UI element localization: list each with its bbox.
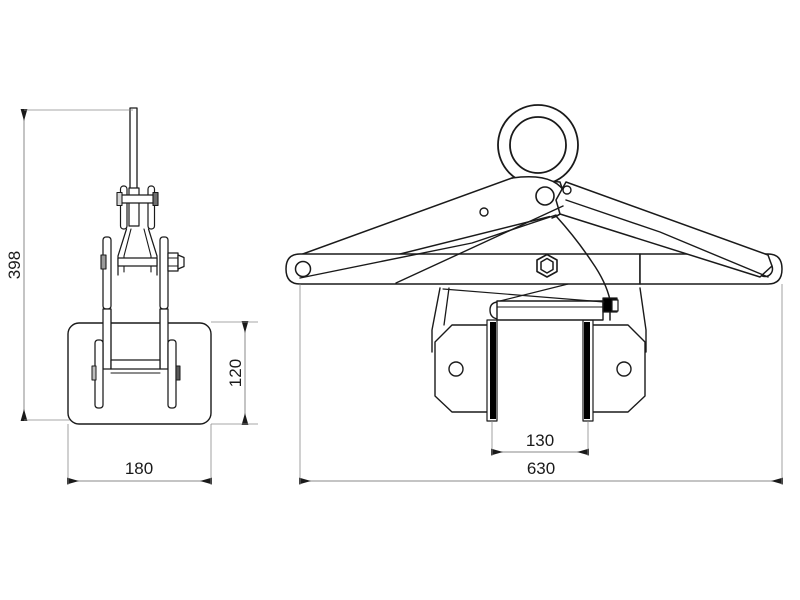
dim-label-120: 120 [226, 359, 245, 387]
adjuster-bar [496, 300, 604, 321]
small-bolt-hole-right [562, 185, 572, 195]
lower-cross-member [110, 359, 161, 370]
top-rod [129, 107, 138, 191]
left-beam-outline [285, 253, 641, 285]
side-view-group [67, 107, 212, 425]
hex-bolt-body [167, 252, 179, 272]
upper-pin [117, 194, 158, 204]
adjuster-handle-tip [611, 299, 619, 312]
inner-link-left [117, 228, 128, 276]
right-upper-arm [555, 181, 773, 278]
mid-pin-head-left [100, 254, 107, 270]
upper-pin-head-right [152, 191, 159, 207]
dimension-layer: 398 120 180 130 630 [5, 109, 783, 485]
inner-link-right [147, 228, 158, 276]
left-grip-pad [490, 322, 496, 419]
lower-pad-left [91, 365, 97, 381]
dim-label-130: 130 [526, 431, 554, 450]
dim-label-398: 398 [5, 251, 24, 279]
hex-bolt-head [177, 254, 185, 270]
mid-pin [117, 257, 158, 267]
lower-pad-right [175, 365, 181, 381]
tie-line-lower [499, 283, 569, 302]
scissor-line-left [395, 205, 564, 284]
center-body-curve-right [555, 215, 611, 321]
upper-clevis-tongue [128, 187, 140, 227]
lifting-ring-inner [509, 116, 567, 174]
linkage-right-bar-upper [159, 236, 169, 310]
inner-link-right-edge [143, 228, 152, 273]
small-bolt-hole-left [479, 207, 489, 217]
linkage-left-bar-upper [102, 236, 112, 310]
left-jaw-stem-outer [431, 287, 441, 353]
right-shoe-hole [616, 361, 632, 377]
inner-link-left-edge [123, 228, 132, 273]
lower-jaw-right-plate [167, 339, 177, 409]
dim-label-630: 630 [527, 459, 555, 478]
left-shoe-hole [448, 361, 464, 377]
scissor-line-right-lower [565, 199, 769, 278]
center-pivot-hole [535, 186, 555, 206]
left-jaw-stem-inner [443, 287, 450, 326]
linkage-right-bar-lower [159, 308, 169, 370]
right-jaw-stem-outer [639, 287, 647, 353]
left-pivot-hole [294, 260, 312, 278]
dim-label-180: 180 [125, 459, 153, 478]
scissor-line-left-lower [299, 214, 557, 279]
right-grip-pad [584, 322, 590, 419]
hex-nut-inner [540, 257, 554, 274]
front-view-group [285, 104, 783, 422]
upper-pin-head-left [116, 191, 123, 207]
linkage-left-bar-lower [102, 308, 112, 370]
